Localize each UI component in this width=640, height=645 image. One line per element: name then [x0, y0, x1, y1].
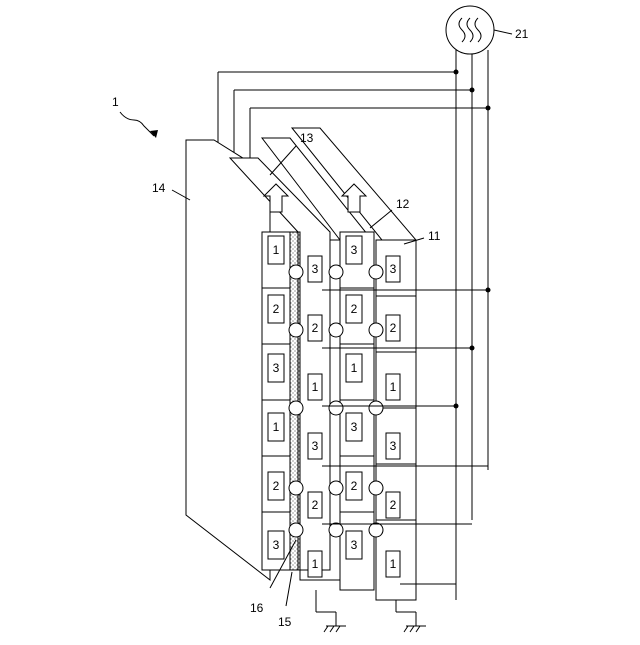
connection-node: [289, 323, 303, 337]
connection-node: [369, 523, 383, 537]
ground-right: [396, 600, 426, 632]
electrode-label: 2: [273, 479, 280, 493]
connection-node: [369, 265, 383, 279]
connection-node: [329, 323, 343, 337]
connection-node: [369, 481, 383, 495]
electrode-label: 3: [273, 538, 280, 552]
layer-13-label: 13: [300, 131, 314, 145]
electrode-label: 3: [390, 439, 397, 453]
connection-node: [289, 265, 303, 279]
electrode-label: 3: [312, 439, 319, 453]
ac-power-source: [446, 6, 494, 54]
ref-15-leader: [286, 572, 292, 606]
connection-node: [369, 401, 383, 415]
electrode-label: 1: [273, 420, 280, 434]
device-ref-label: 1: [112, 95, 119, 109]
electrode-label: 2: [390, 498, 397, 512]
electrode-label: 1: [390, 380, 397, 394]
plate-14: [186, 140, 270, 580]
source-leader: [494, 30, 512, 34]
electrode-label: 1: [312, 380, 319, 394]
ground-left: [316, 590, 346, 632]
electrode-label: 2: [312, 498, 319, 512]
electrode-label: 2: [351, 302, 358, 316]
electrode-label: 3: [273, 361, 280, 375]
device-ref-arrow: [120, 112, 154, 136]
ref-16-label: 16: [250, 601, 264, 615]
electrode-label: 1: [390, 557, 397, 571]
connection-node: [329, 265, 343, 279]
connection-node: [329, 481, 343, 495]
device-ref-arrowhead: [150, 130, 158, 138]
electrode-label: 3: [390, 262, 397, 276]
plate-14-label: 14: [152, 181, 166, 195]
electrode-label: 2: [351, 479, 358, 493]
connection-node: [289, 401, 303, 415]
electrode-label: 1: [351, 361, 358, 375]
electrode-label: 2: [390, 321, 397, 335]
electrode-label: 1: [273, 243, 280, 257]
electrode-label: 1: [312, 557, 319, 571]
power-source-label: 21: [515, 27, 529, 41]
connection-node: [289, 481, 303, 495]
ref-15-label: 15: [278, 615, 292, 629]
electrode-label: 3: [351, 538, 358, 552]
connection-node: [289, 523, 303, 537]
connection-node: [329, 401, 343, 415]
electrode-label: 3: [351, 420, 358, 434]
plate-11-label: 11: [428, 229, 441, 243]
layer-12-label: 12: [396, 197, 410, 211]
connection-node: [329, 523, 343, 537]
electrode-label: 3: [351, 243, 358, 257]
electrode-label: 2: [312, 321, 319, 335]
electrode-label: 2: [273, 302, 280, 316]
connection-node: [369, 323, 383, 337]
electrode-label: 3: [312, 262, 319, 276]
